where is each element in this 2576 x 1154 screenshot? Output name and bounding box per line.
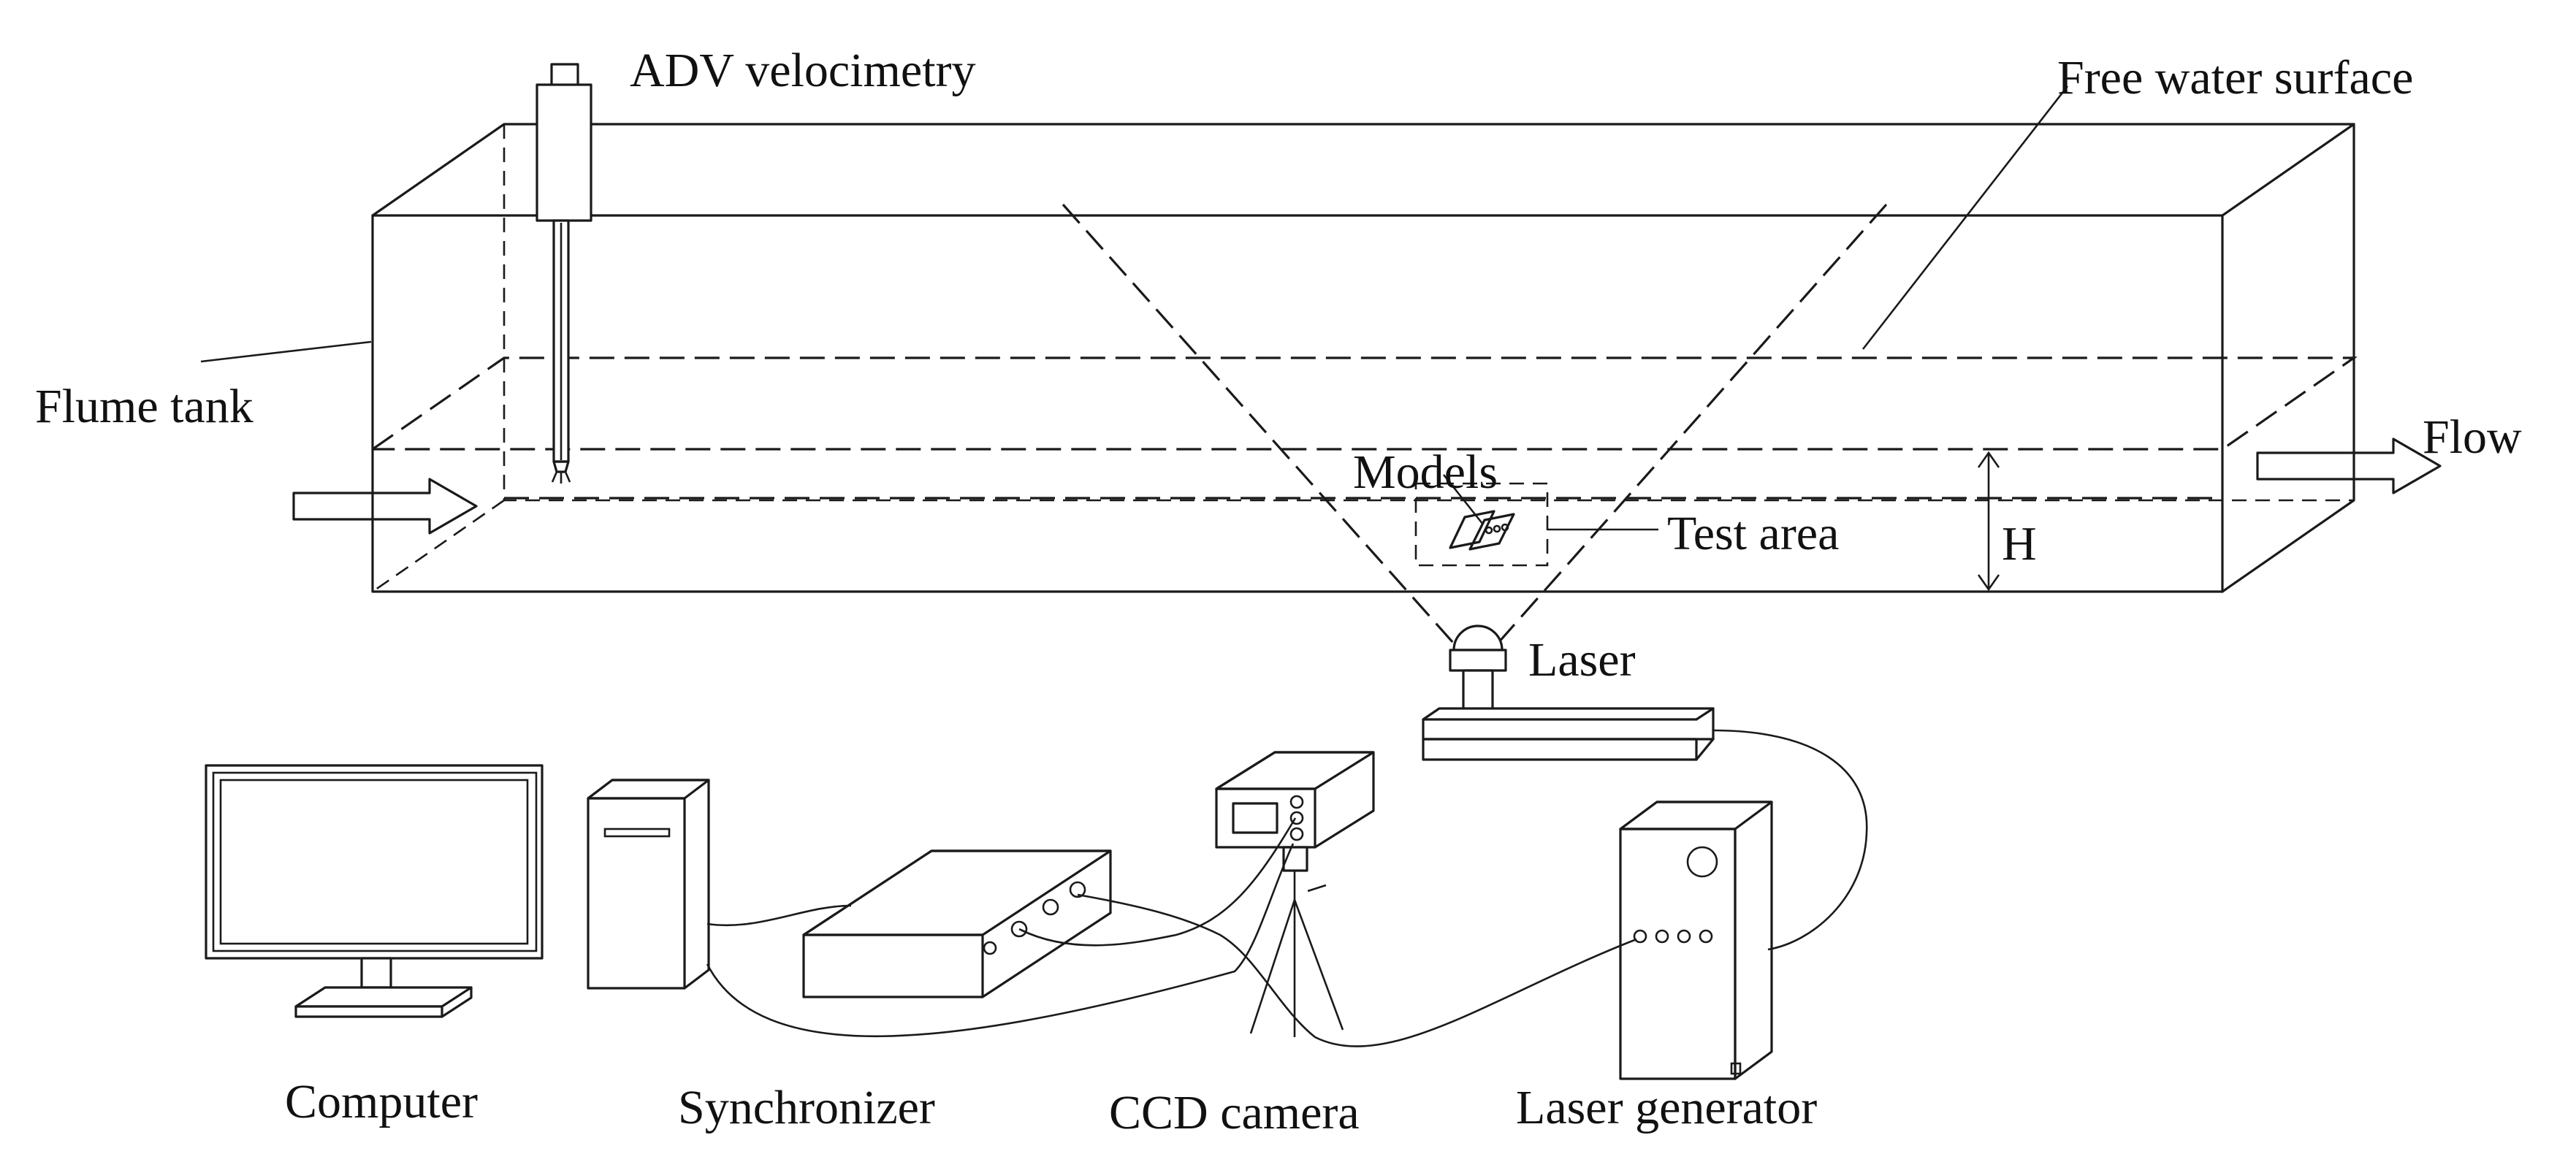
flow-label: Flow xyxy=(2423,410,2522,464)
free-surface-leader xyxy=(1861,85,2069,350)
computer-monitor xyxy=(205,764,544,1018)
depth-label: H xyxy=(2002,517,2037,570)
ccd-camera xyxy=(1215,751,1375,1037)
water-surface-plane xyxy=(372,356,2358,451)
laser-head xyxy=(1422,624,1715,761)
adv-label: ADV velocimetry xyxy=(630,44,976,97)
laser-generator-label: Laser generator xyxy=(1516,1081,1817,1134)
laser-generator xyxy=(1619,800,1773,1080)
laser-sheet-right xyxy=(1490,203,1888,651)
outflow-arrow xyxy=(2256,437,2442,494)
laser-sheet-left xyxy=(1062,203,1461,651)
models-label: Models xyxy=(1353,446,1498,499)
flume-top-face xyxy=(371,123,2355,217)
inflow-arrow xyxy=(292,478,478,535)
synchronizer-label: Synchronizer xyxy=(678,1081,935,1134)
flume-hidden-edges xyxy=(503,124,2354,502)
ccd-label: CCD camera xyxy=(1109,1086,1360,1139)
cables xyxy=(706,729,1868,1047)
test-area-label: Test area xyxy=(1667,507,1839,560)
flume-tank xyxy=(371,123,2358,593)
computer-tower xyxy=(587,779,710,990)
computer-label: Computer xyxy=(285,1075,478,1128)
flume-leader xyxy=(200,340,372,363)
depth-dimension xyxy=(1977,451,2000,592)
free-surface-label: Free water surface xyxy=(2057,51,2413,104)
flume-front-face xyxy=(371,214,2224,593)
test-area xyxy=(1414,482,1549,567)
synchronizer xyxy=(802,849,1112,998)
laser-label: Laser xyxy=(1528,633,1636,687)
adv-probe xyxy=(536,63,592,484)
models-leader xyxy=(1442,474,1485,525)
flume-label: Flume tank xyxy=(35,380,254,433)
